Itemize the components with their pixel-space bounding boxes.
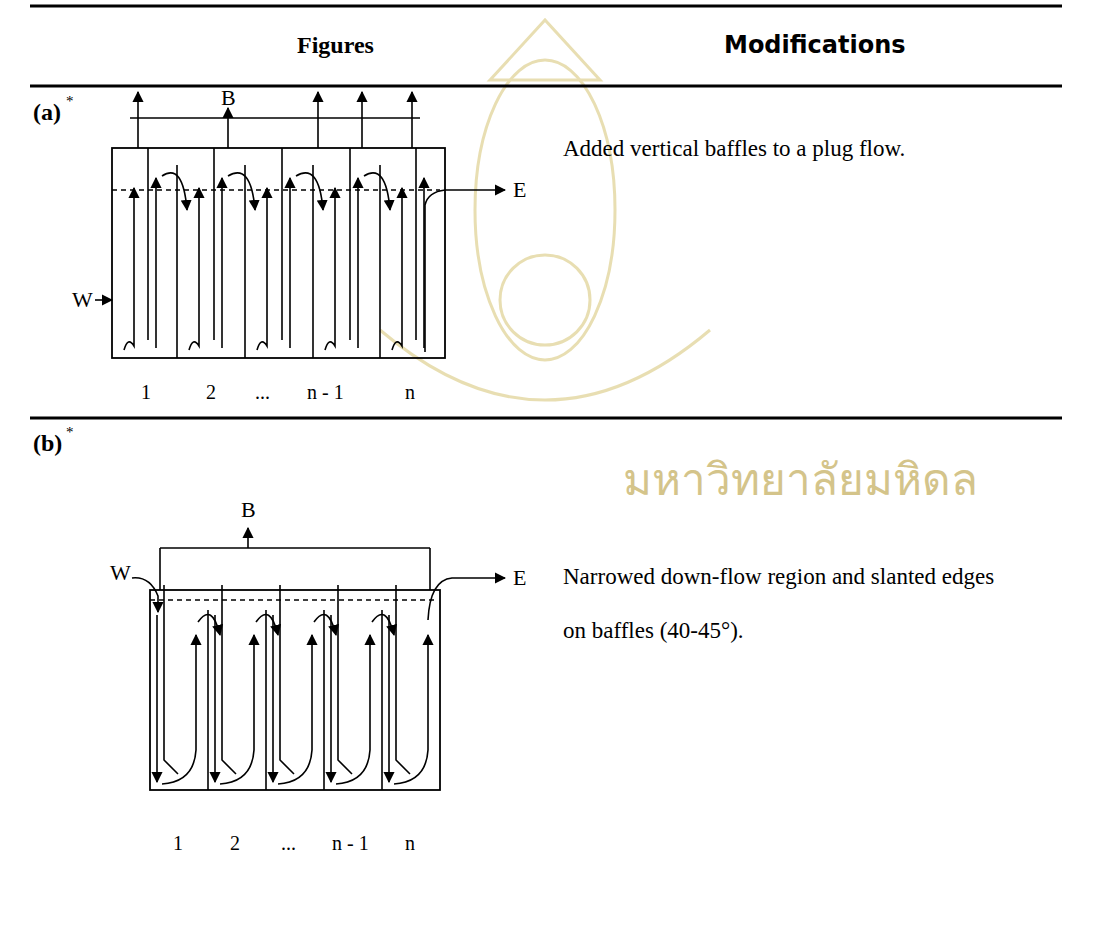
gas-pipe	[227, 118, 229, 148]
flow-arrow	[256, 614, 278, 635]
flow-arrow	[220, 635, 254, 784]
diagram-label: Figures	[297, 31, 374, 60]
slanted-baffle	[280, 585, 294, 774]
divider-baffle	[379, 165, 381, 358]
gas-pipe	[159, 548, 161, 590]
flow-arrow	[278, 635, 312, 784]
flow-arrow	[214, 615, 216, 782]
flow-arrow	[330, 615, 332, 782]
tank-outline	[112, 148, 445, 358]
diagram-label: E	[513, 565, 526, 591]
flow-arrow	[394, 635, 428, 784]
flow-arrow	[137, 92, 139, 118]
diagram-label: *	[66, 92, 74, 110]
diagram-label: *	[66, 423, 74, 441]
diagram-label: Modifications	[724, 31, 906, 60]
flow-arrow	[425, 190, 505, 352]
gas-pipe	[137, 118, 139, 148]
watermark-logo	[380, 20, 710, 400]
flow-arrow	[372, 614, 394, 635]
slanted-baffle	[338, 585, 352, 774]
flow-arrow	[388, 615, 390, 782]
diagram-label: n - 1	[332, 831, 369, 855]
flow-arrow	[124, 188, 134, 350]
flow-arrow	[257, 188, 267, 350]
hanging-baffle	[415, 148, 417, 340]
gas-pipe	[317, 118, 319, 148]
water-level	[150, 599, 435, 601]
gas-manifold	[160, 547, 430, 549]
diagram-label: 1	[173, 831, 183, 855]
flow-arrow	[336, 635, 370, 784]
diagram-label: W	[72, 287, 93, 313]
divider-baffle	[244, 165, 246, 358]
modification-text: Added vertical baffles to a plug flow.	[563, 122, 1003, 176]
flow-arrow	[132, 578, 158, 612]
divider-baffle	[312, 165, 314, 358]
flow-arrow	[357, 178, 359, 348]
divider-baffle	[381, 610, 383, 790]
hanging-baffle	[147, 148, 149, 340]
slanted-baffle	[396, 585, 410, 774]
flow-arrow	[198, 614, 220, 635]
hanging-baffle	[281, 148, 283, 340]
slanted-baffle	[222, 585, 236, 774]
slanted-baffle	[164, 585, 178, 774]
flow-arrow	[162, 635, 196, 784]
flow-arrow	[392, 188, 402, 350]
flow-arrow	[428, 578, 505, 620]
diagram-label: n	[405, 380, 415, 404]
gas-manifold	[130, 117, 420, 119]
flow-arrow	[411, 92, 413, 118]
flow-arrow	[189, 188, 199, 350]
diagram-label: (b)	[33, 429, 62, 458]
flow-arrow	[364, 173, 390, 210]
reactor-a	[95, 92, 505, 358]
flow-arrow	[361, 92, 363, 118]
table-rule	[30, 85, 1062, 88]
flow-arrow	[247, 528, 249, 548]
flow-arrow	[162, 173, 187, 210]
flow-arrow	[228, 173, 255, 210]
flow-arrow	[156, 615, 158, 782]
flow-arrow	[221, 178, 223, 348]
modification-text: Narrowed down-flow region and slanted ed…	[563, 550, 1003, 658]
divider-baffle	[176, 165, 178, 358]
table-rule	[30, 417, 1062, 420]
divider-baffle	[323, 610, 325, 790]
diagram-label: (a)	[33, 98, 61, 127]
diagram-label: E	[513, 177, 526, 203]
water-level	[112, 189, 440, 191]
diagram-label: B	[221, 85, 236, 111]
flow-arrow	[289, 178, 291, 348]
flow-arrow	[314, 614, 336, 635]
watermark: มหาวิทยาลัยมหิดล	[623, 454, 978, 507]
divider-baffle	[265, 610, 267, 790]
flow-arrow	[325, 188, 335, 350]
diagram-label: ...	[281, 831, 296, 855]
diagram-label: n	[405, 831, 415, 855]
gas-pipe	[361, 118, 363, 148]
flow-arrow	[155, 178, 157, 348]
flow-arrow	[272, 615, 274, 782]
flow-arrow	[95, 299, 112, 301]
hanging-baffle	[349, 148, 351, 340]
divider-baffle	[207, 610, 209, 790]
reactor-b	[132, 528, 505, 790]
table-rule	[30, 5, 1062, 8]
diagram-label: B	[241, 497, 256, 523]
diagram-label: ...	[255, 380, 270, 404]
gas-pipe	[429, 548, 431, 590]
flow-arrow	[317, 92, 319, 118]
hanging-baffle	[213, 148, 215, 340]
diagram-label: 2	[206, 380, 216, 404]
gas-pipe	[411, 118, 413, 148]
diagram-label: n - 1	[307, 380, 344, 404]
diagram-label: 1	[141, 380, 151, 404]
diagram-label: W	[110, 560, 131, 586]
flow-arrow	[296, 173, 323, 210]
diagram-label: 2	[230, 831, 240, 855]
